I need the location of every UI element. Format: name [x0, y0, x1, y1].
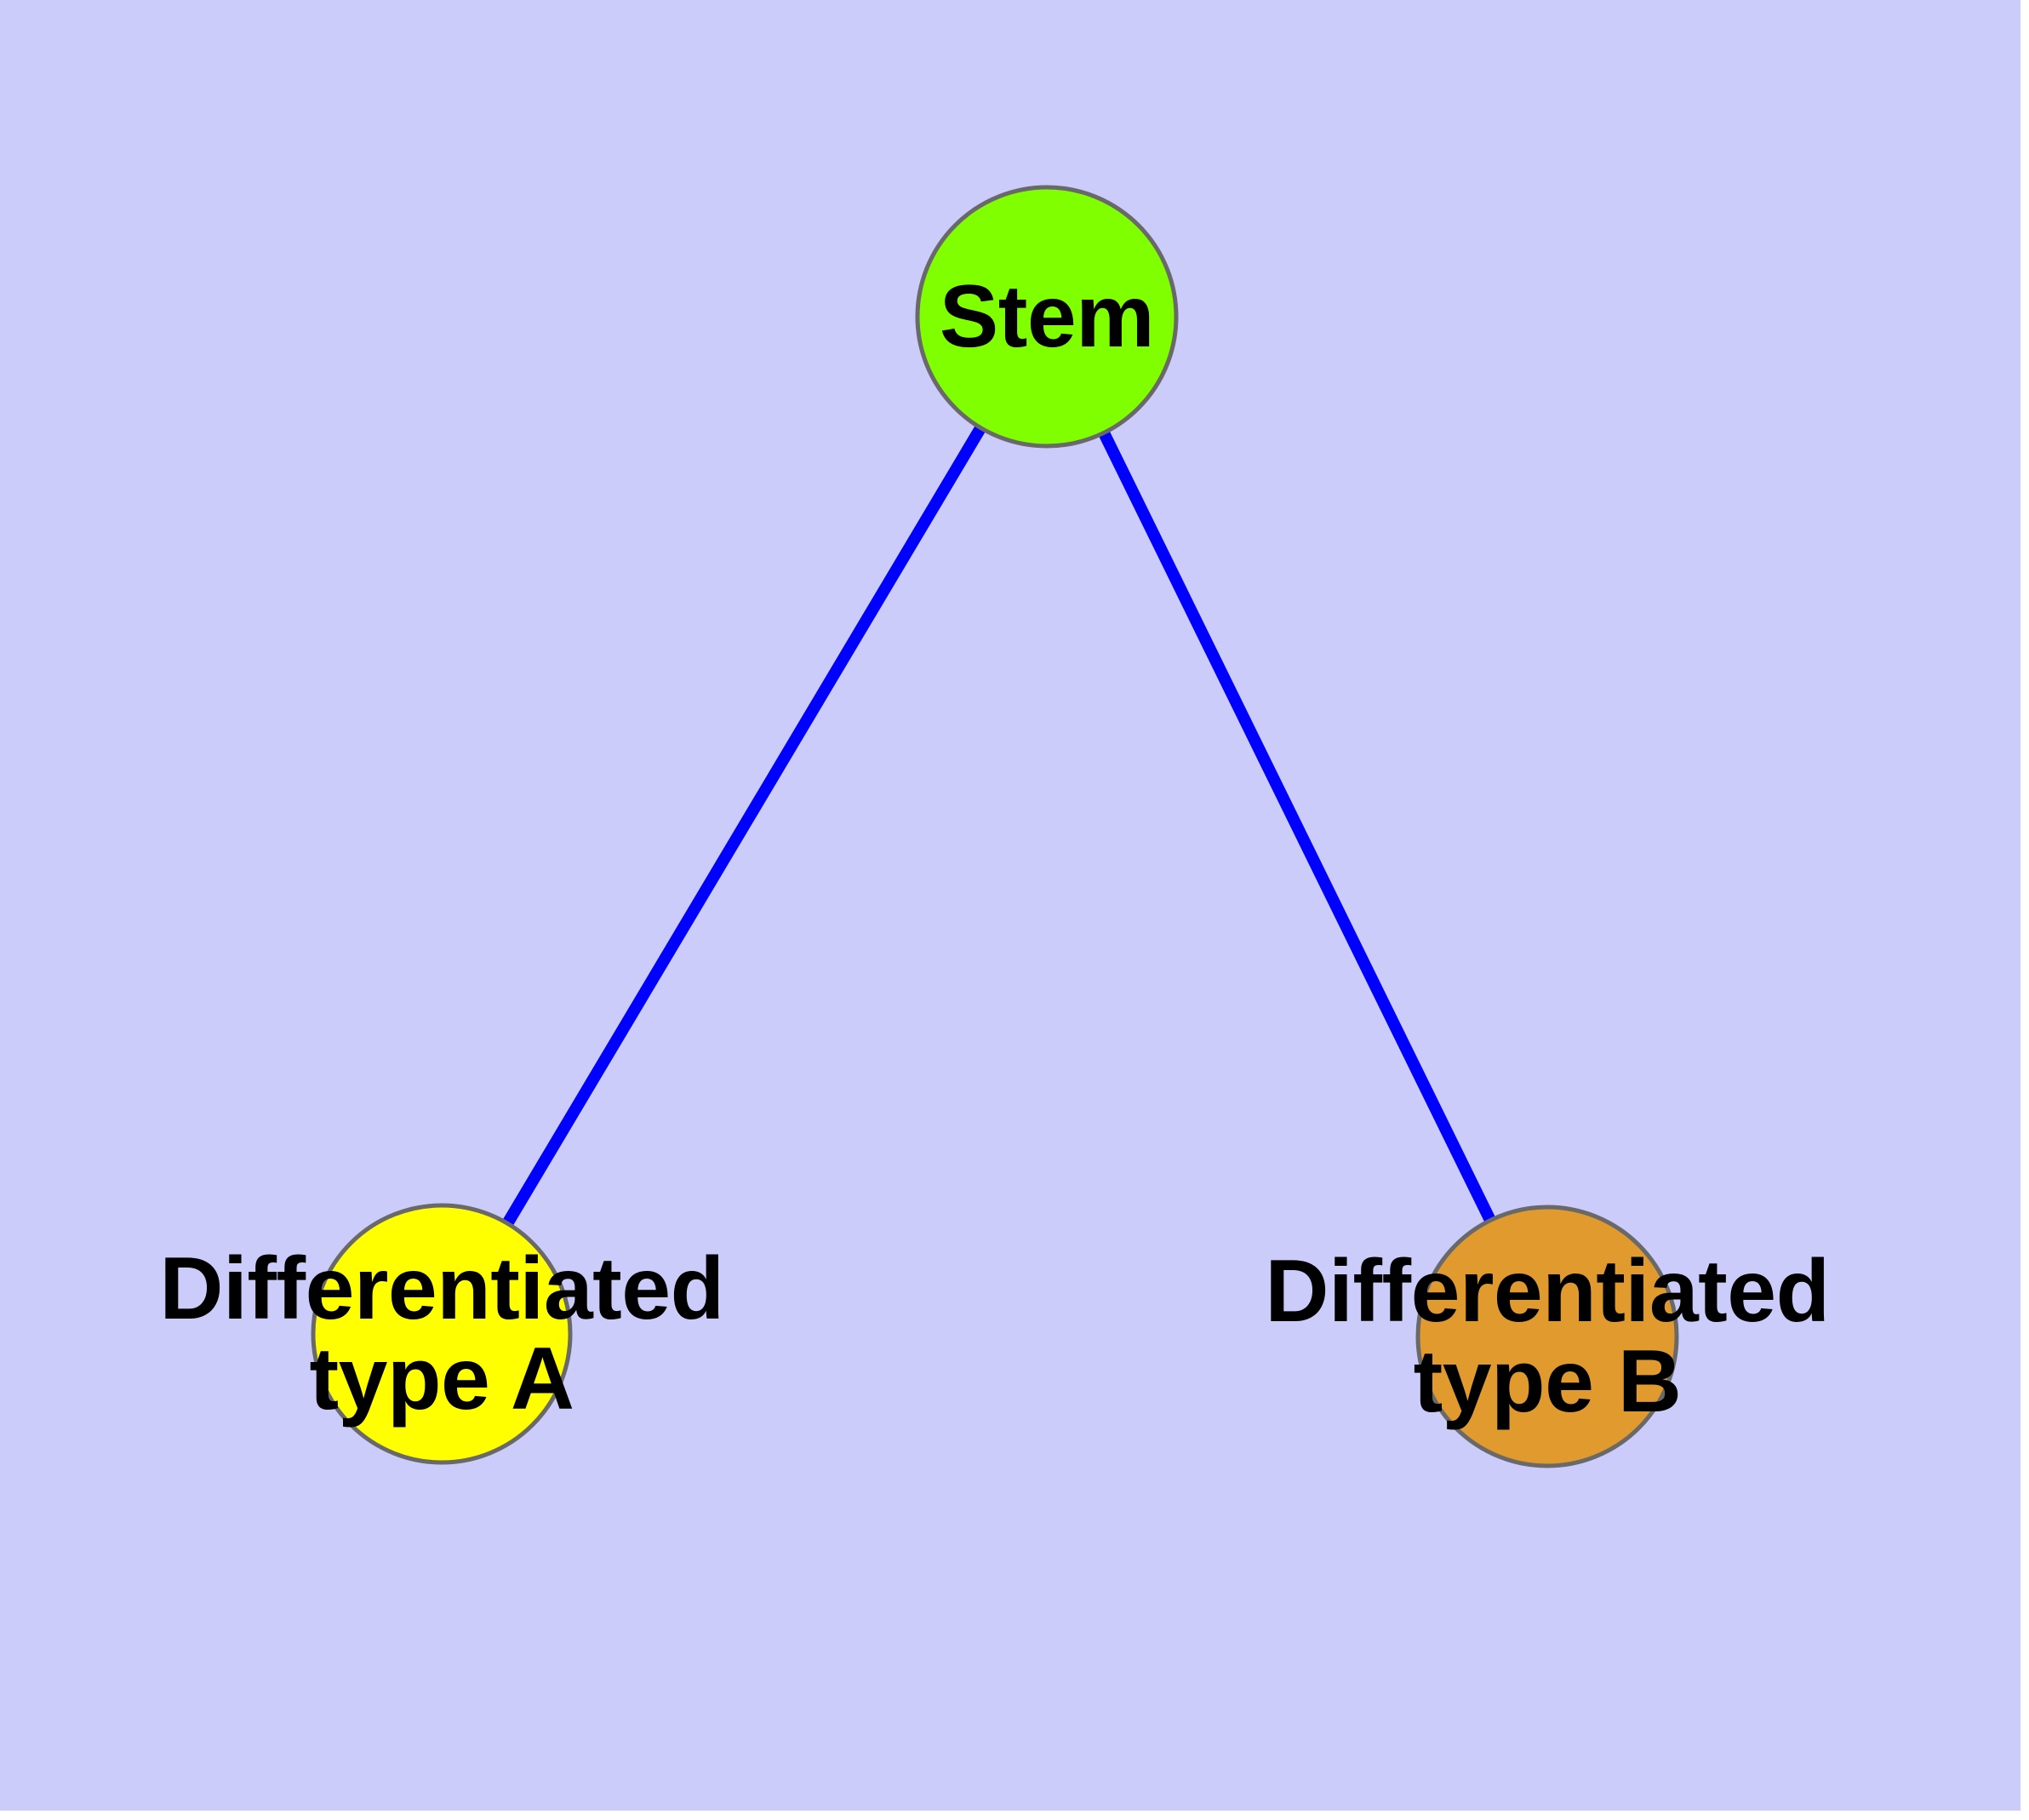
edges-layer	[501, 423, 1497, 1228]
edge-stem-to-diff-a	[501, 423, 987, 1228]
nodes-layer	[311, 185, 1679, 1468]
node-circle-diff_b[interactable]	[1415, 1205, 1679, 1468]
node-circle-diff_a[interactable]	[311, 1203, 573, 1465]
node-circle-stem[interactable]	[915, 185, 1179, 449]
edge-stem-to-diff-b	[1097, 428, 1497, 1225]
